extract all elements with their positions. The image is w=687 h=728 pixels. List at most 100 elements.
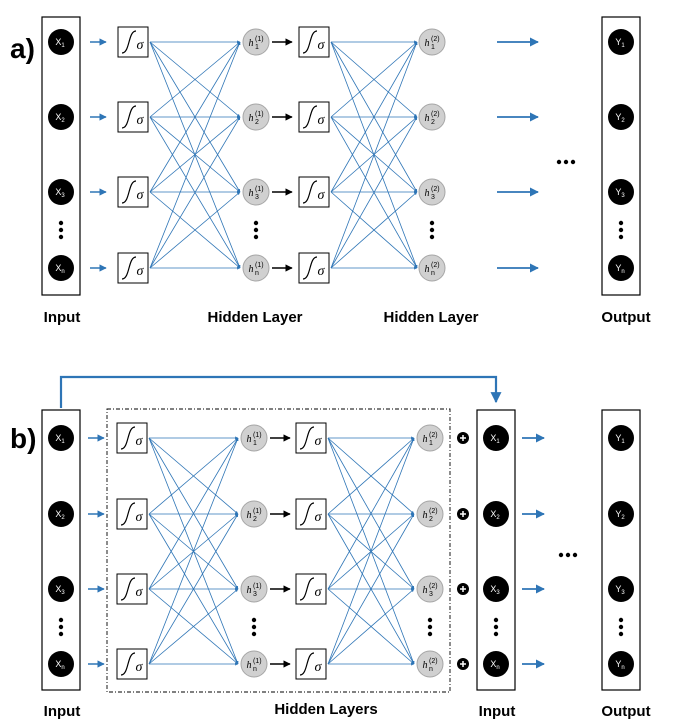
horizontal-ellipsis-icon: [556, 159, 576, 165]
dot: [253, 234, 259, 240]
plus-icon: [457, 432, 469, 444]
output-node: Y1: [608, 425, 634, 451]
hidden-node-subscript: 2: [255, 119, 259, 126]
node-circle: [608, 501, 634, 527]
activation-box: σ: [295, 573, 327, 605]
skip-input-node: X2: [483, 501, 509, 527]
hidden-node-superscript: (1): [253, 583, 262, 590]
sigmoid-curve-icon: [302, 105, 318, 129]
hidden-node-circle: [242, 254, 270, 282]
hidden-node-circle: [240, 424, 268, 452]
dot: [427, 624, 433, 630]
hidden-node-label: h: [425, 38, 430, 49]
label-hidden-layer-1: Hidden Layer: [207, 309, 302, 326]
activation-box: σ: [116, 648, 148, 680]
hidden-node-label: h: [247, 585, 252, 596]
panel-b-tag: b): [10, 423, 36, 454]
sigma-symbol: σ: [315, 660, 323, 675]
activation-box-frame: [295, 498, 327, 530]
label-hidden-layers: Hidden Layers: [274, 701, 377, 718]
hidden-node-superscript: (2): [431, 36, 440, 43]
node-circle: [48, 255, 74, 281]
input-frame: [41, 409, 81, 691]
sigmoid-curve-icon: [120, 652, 136, 676]
weight-edge: [327, 437, 415, 515]
sigmoid-curve-icon: [120, 426, 136, 450]
skip-input-node: Xn: [483, 651, 509, 677]
dot: [570, 159, 576, 165]
node-label: Yn: [615, 263, 624, 275]
hidden-node-circle: [416, 575, 444, 603]
node-subscript: 2: [621, 118, 625, 124]
activation-box: σ: [295, 422, 327, 454]
node-subscript: n: [496, 665, 499, 671]
activation-box-frame: [295, 648, 327, 680]
hidden-node-superscript: (1): [253, 432, 262, 439]
dense-connections-2: [327, 436, 415, 666]
node-label: Xn: [55, 659, 64, 671]
dot: [427, 617, 433, 623]
dot: [58, 617, 64, 623]
output-frame: [601, 16, 641, 296]
label-input: Input: [44, 309, 81, 326]
activation-box: σ: [117, 176, 149, 208]
dot: [618, 624, 624, 630]
dot: [58, 227, 64, 233]
node-label: X1: [55, 37, 65, 49]
hidden-node-subscript: 2: [253, 516, 257, 523]
output-node: Y2: [608, 104, 634, 130]
node-subscript: 3: [61, 590, 65, 596]
node-subscript: n: [61, 665, 64, 671]
node-circle: [48, 104, 74, 130]
hidden-node-subscript: 3: [255, 194, 259, 201]
input-node: X1: [48, 425, 74, 451]
hidden-node-label: h: [249, 113, 254, 124]
node-label: X3: [490, 584, 500, 596]
hidden-node-subscript: n: [253, 666, 257, 673]
activation-box: σ: [117, 252, 149, 284]
sigmoid-curve-icon: [302, 256, 318, 280]
input-node: X2: [48, 501, 74, 527]
hidden-block-frame: [106, 408, 451, 693]
dot: [618, 220, 624, 226]
hidden-node-subscript: 1: [255, 44, 259, 51]
weight-edge: [330, 191, 418, 269]
dot: [556, 159, 562, 165]
node-subscript: 2: [496, 515, 500, 521]
hidden-node-label: h: [425, 188, 430, 199]
plus-icon: [457, 583, 469, 595]
node-subscript: n: [621, 269, 624, 275]
activation-box: σ: [295, 498, 327, 530]
node-label: X2: [490, 509, 500, 521]
weight-edge: [330, 116, 418, 269]
dot: [58, 624, 64, 630]
input-frame: [41, 16, 81, 296]
label-hidden-layer-2: Hidden Layer: [383, 309, 478, 326]
sigmoid-curve-icon: [299, 577, 315, 601]
dense-connections-2: [330, 40, 418, 270]
activation-box: σ: [117, 101, 149, 133]
node-label: Y1: [615, 433, 625, 445]
node-subscript: 1: [496, 439, 500, 445]
node-circle: [608, 255, 634, 281]
node-circle: [48, 425, 74, 451]
hidden-node-subscript: n: [429, 666, 433, 673]
output-node: Y3: [608, 576, 634, 602]
node-circle: [608, 104, 634, 130]
hidden-node-label: h: [249, 264, 254, 275]
output-node: Y2: [608, 501, 634, 527]
hidden-node-label: h: [423, 510, 428, 521]
hidden-node-subscript: 3: [253, 591, 257, 598]
